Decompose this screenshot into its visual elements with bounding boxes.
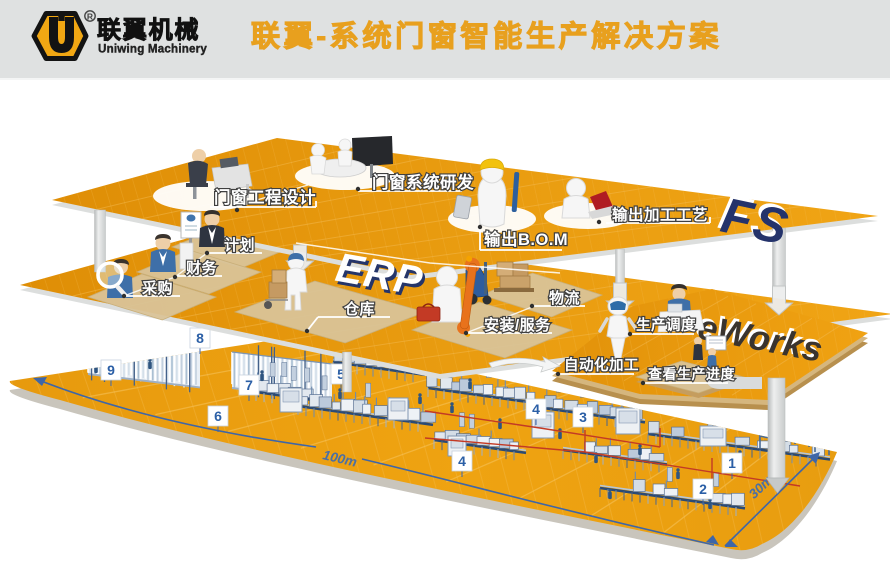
svg-text:FS: FS: [717, 187, 795, 256]
svg-text:仓库: 仓库: [343, 300, 375, 318]
svg-text:采购: 采购: [141, 279, 173, 297]
svg-text:Uniwing Machinery: Uniwing Machinery: [98, 43, 207, 56]
svg-text:计划: 计划: [224, 236, 255, 254]
svg-text:4: 4: [458, 453, 466, 469]
svg-text:2: 2: [699, 481, 707, 497]
svg-text:门窗系统研发: 门窗系统研发: [372, 172, 474, 192]
svg-text:9: 9: [107, 362, 115, 378]
svg-text:安装/服务: 安装/服务: [484, 316, 551, 334]
svg-text:FS: FS: [714, 183, 792, 252]
svg-text:4: 4: [532, 401, 540, 417]
svg-text:输出加工工艺: 输出加工工艺: [612, 205, 708, 224]
svg-text:联翼-系统门窗智能生产解决方案: 联翼-系统门窗智能生产解决方案: [251, 19, 722, 53]
svg-text:3: 3: [579, 409, 587, 425]
svg-text:8: 8: [196, 330, 204, 346]
svg-text:7: 7: [245, 377, 253, 393]
svg-text:5: 5: [337, 366, 345, 382]
svg-text:R: R: [87, 12, 93, 22]
svg-text:物流: 物流: [549, 289, 580, 307]
svg-text:1: 1: [728, 455, 736, 471]
svg-text:查看生产进度: 查看生产进度: [648, 366, 735, 382]
svg-text:自动化加工: 自动化加工: [564, 356, 639, 374]
svg-text:门窗工程设计: 门窗工程设计: [214, 187, 316, 207]
svg-text:联翼机械: 联翼机械: [97, 17, 200, 44]
svg-text:财务: 财务: [186, 259, 218, 277]
svg-text:输出B.O.M: 输出B.O.M: [484, 229, 568, 249]
svg-text:生产调度: 生产调度: [636, 316, 696, 334]
svg-text:6: 6: [214, 408, 222, 424]
